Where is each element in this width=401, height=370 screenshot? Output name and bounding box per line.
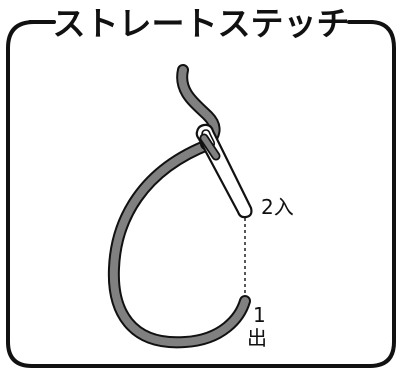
frame-border — [6, 20, 396, 368]
label-point-2: 2入 — [261, 195, 294, 219]
diagram-title: ストレートステッチ — [53, 4, 350, 43]
label-point-1-number: 1 — [253, 303, 266, 327]
thread-through-eye — [201, 135, 219, 159]
thread-loop — [109, 140, 249, 347]
label-point-1-text: 出 — [247, 326, 267, 350]
